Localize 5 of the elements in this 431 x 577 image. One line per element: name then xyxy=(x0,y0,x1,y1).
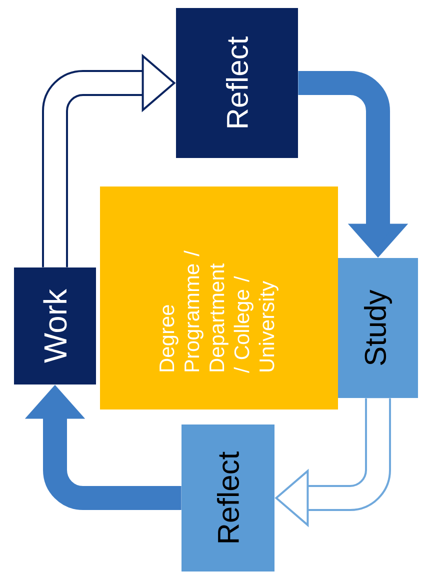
text-box: Reflect xyxy=(182,424,274,572)
text-box: Work xyxy=(14,268,96,384)
text-box: Reflect xyxy=(176,8,298,158)
text-box: Degree Programme / Department / College / University xyxy=(100,186,338,410)
text-box: Study xyxy=(338,258,418,398)
